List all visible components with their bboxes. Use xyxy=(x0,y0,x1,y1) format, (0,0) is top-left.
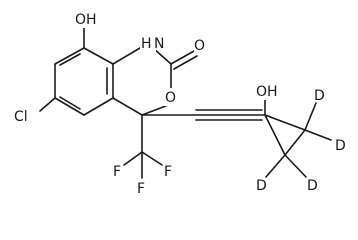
bond xyxy=(264,114,306,131)
double-bond-inner xyxy=(59,96,81,110)
fluorine-label: F xyxy=(164,164,172,180)
bond xyxy=(264,114,286,156)
deuterium-label: D xyxy=(256,178,267,194)
amine-n-label: N xyxy=(154,36,164,52)
ring-o-label: O xyxy=(165,90,176,106)
bond xyxy=(284,129,306,156)
bond-carbonyl xyxy=(170,50,195,65)
bond xyxy=(83,47,114,65)
bond-f xyxy=(141,151,163,166)
deuterium-label: D xyxy=(335,138,346,154)
bond-d xyxy=(304,102,317,131)
bond-carbonyl xyxy=(173,55,198,70)
benzene-ring xyxy=(54,47,114,116)
bond xyxy=(112,97,143,116)
bond-d xyxy=(284,154,307,178)
bond xyxy=(54,47,85,65)
amine-h-label: H xyxy=(141,36,152,52)
deuterium-label: D xyxy=(307,178,318,194)
double-bond-inner xyxy=(59,53,81,66)
molecule-drawing: OH H N O O Cl OH D D D D F F F xyxy=(14,10,346,197)
deuterium-label: D xyxy=(314,88,325,104)
bond-cl xyxy=(39,97,56,112)
bond xyxy=(112,47,141,65)
alkyne-oh-label: OH xyxy=(256,84,278,100)
bond-d xyxy=(304,129,332,141)
hydroxyl-label: OH xyxy=(75,12,97,28)
bond-f xyxy=(123,151,143,166)
bond-d xyxy=(265,154,286,178)
fluorine-label: F xyxy=(113,164,121,180)
carbonyl-o-label: O xyxy=(194,38,205,54)
structure-canvas: OH H N O O Cl OH D D D D F F F xyxy=(14,10,346,197)
fluorine-label: F xyxy=(137,181,145,197)
bond xyxy=(83,97,114,116)
bond xyxy=(54,97,85,116)
chlorine-label: Cl xyxy=(14,109,28,125)
